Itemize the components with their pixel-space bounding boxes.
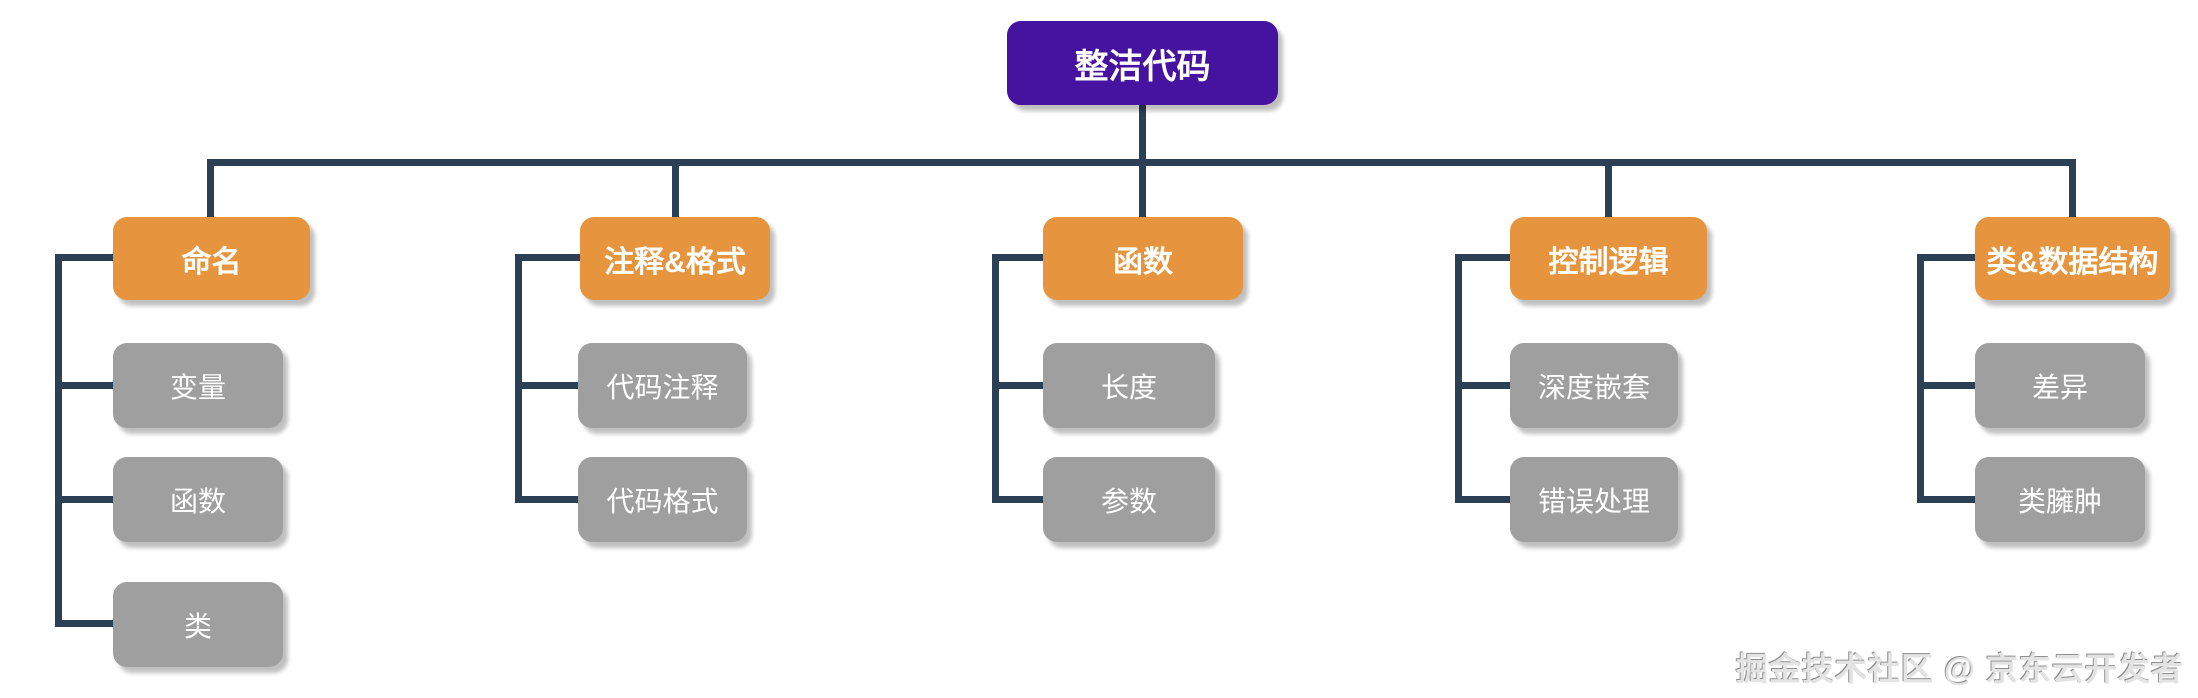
connector-stub <box>1917 254 1975 261</box>
connector-stub <box>55 254 113 261</box>
connector-stub <box>515 496 578 503</box>
child-node-error-handling[interactable]: 错误处理 <box>1510 457 1678 542</box>
connector-stub <box>992 382 1043 389</box>
connector-vertical-control-logic <box>1455 254 1462 503</box>
branch-node-control-logic[interactable]: 控制逻辑 <box>1510 217 1707 300</box>
child-node-length[interactable]: 长度 <box>1043 343 1215 428</box>
child-node-code-format[interactable]: 代码格式 <box>578 457 747 542</box>
connector-stub <box>515 254 580 261</box>
connector-drop-naming <box>207 159 214 218</box>
watermark-text: 掘金技术社区 @ 京东云开发者 <box>1736 651 2184 687</box>
connector-stub <box>1455 496 1510 503</box>
connector-vertical-comments-format <box>515 254 522 503</box>
branch-node-naming[interactable]: 命名 <box>113 217 310 300</box>
branch-node-comments-format[interactable]: 注释&格式 <box>580 217 770 300</box>
child-node-parameters[interactable]: 参数 <box>1043 457 1215 542</box>
connector-drop-comments-format <box>672 159 679 218</box>
connector-stub <box>55 620 113 627</box>
connector-stub <box>1455 254 1510 261</box>
connector-vertical-naming <box>55 254 62 627</box>
connector-stub <box>992 496 1043 503</box>
connector-root-drop <box>1139 103 1146 163</box>
connector-stub <box>55 382 113 389</box>
child-node-differences[interactable]: 差异 <box>1975 343 2145 428</box>
connector-stub <box>992 254 1043 261</box>
child-node-class-bloat[interactable]: 类臃肿 <box>1975 457 2145 542</box>
child-node-deep-nesting[interactable]: 深度嵌套 <box>1510 343 1678 428</box>
connector-stub <box>1455 382 1510 389</box>
connector-drop-functions <box>1139 159 1146 218</box>
branch-node-class-data-structure[interactable]: 类&数据结构 <box>1975 217 2170 300</box>
branch-node-functions[interactable]: 函数 <box>1043 217 1243 300</box>
connector-vertical-class-data-structure <box>1917 254 1924 503</box>
connector-drop-control-logic <box>1605 159 1612 218</box>
connector-stub <box>1917 496 1975 503</box>
child-node-classes[interactable]: 类 <box>113 582 283 667</box>
child-node-functions[interactable]: 函数 <box>113 457 283 542</box>
connector-drop-class-data-structure <box>2069 159 2076 218</box>
child-node-variables[interactable]: 变量 <box>113 343 283 428</box>
connector-stub <box>1917 382 1975 389</box>
child-node-code-comments[interactable]: 代码注释 <box>578 343 747 428</box>
connector-stub <box>55 496 113 503</box>
root-node-clean-code[interactable]: 整洁代码 <box>1007 21 1278 105</box>
connector-vertical-functions <box>992 254 999 503</box>
connector-stub <box>515 382 578 389</box>
